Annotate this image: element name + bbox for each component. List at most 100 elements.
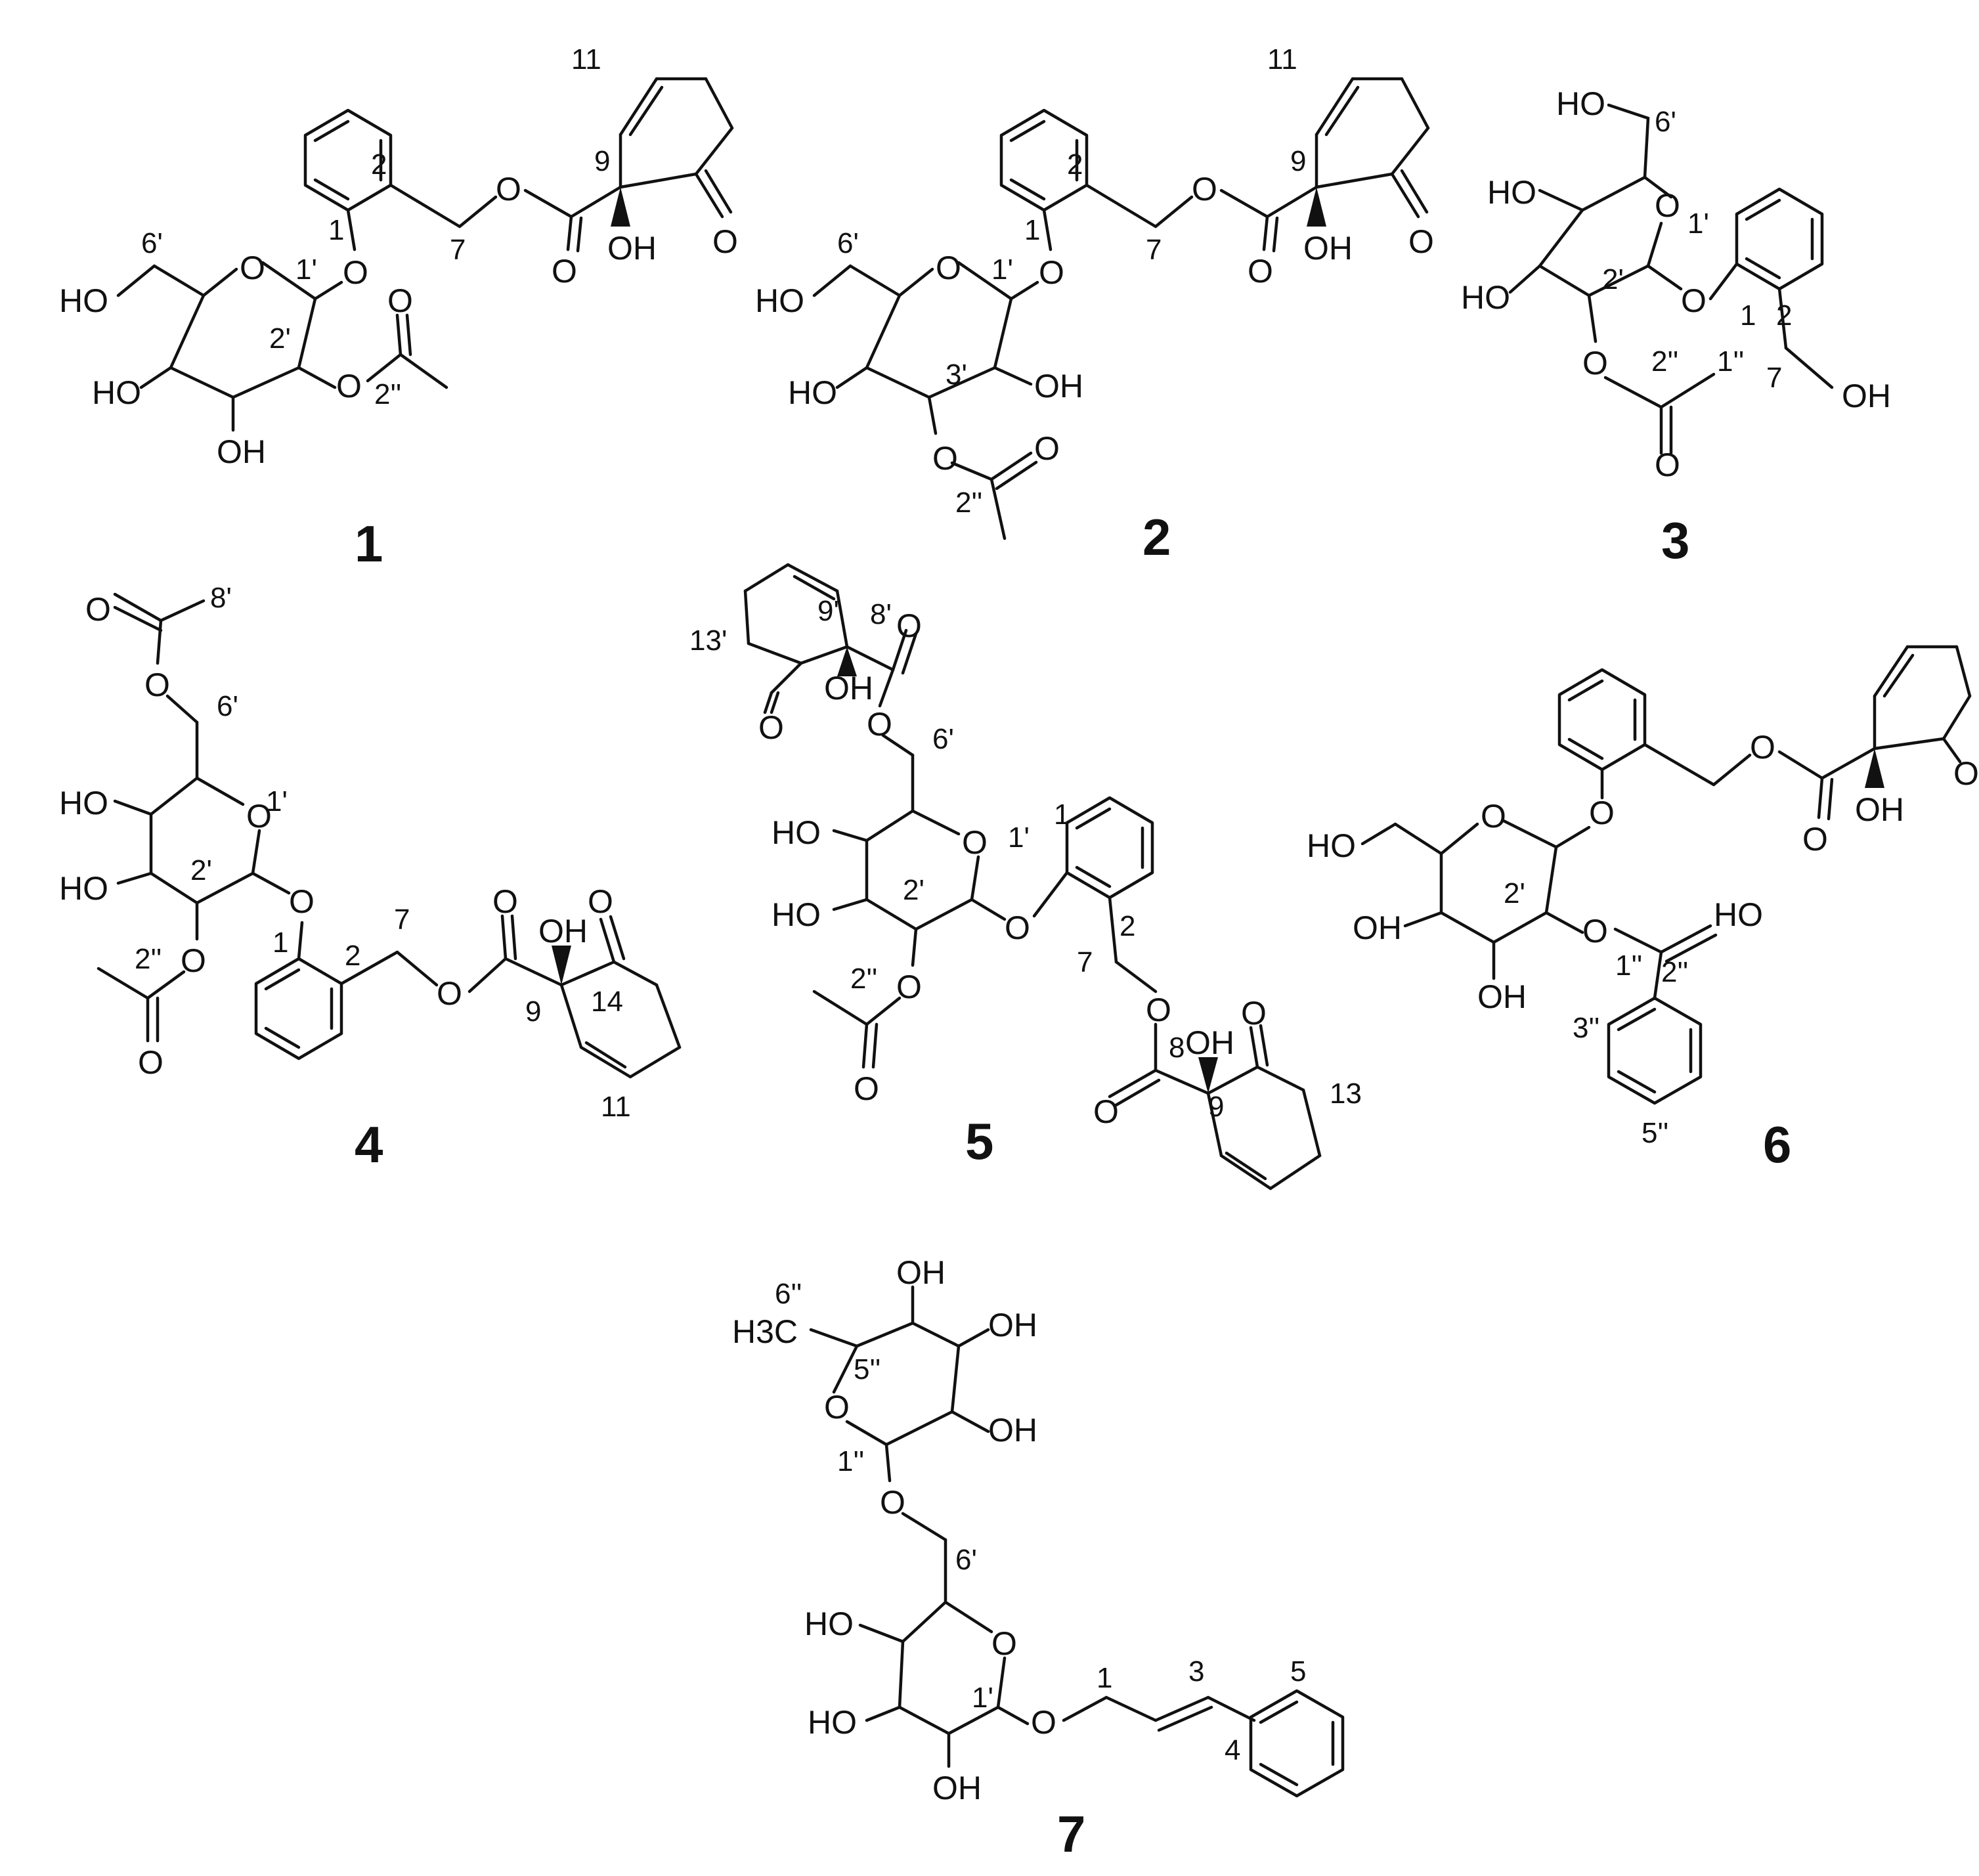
bond [891, 628, 908, 672]
bond [1154, 1695, 1210, 1722]
bond [1613, 927, 1663, 954]
atom-label: HO [1714, 896, 1763, 933]
bond [628, 1045, 682, 1079]
bond [763, 691, 773, 714]
double-bond [313, 120, 350, 142]
bond [1664, 933, 1718, 963]
bond [1154, 1068, 1210, 1095]
bond [149, 776, 199, 816]
double-bond [1009, 178, 1046, 201]
bond [1538, 264, 1591, 297]
bond [1206, 1065, 1259, 1095]
bond [116, 871, 153, 885]
locant: 1' [991, 253, 1013, 286]
atom-label: OH [1477, 978, 1527, 1015]
atom-label: HO [1461, 279, 1510, 316]
atom-label: O [1241, 995, 1267, 1032]
locant: 11 [1267, 43, 1297, 76]
bond [694, 172, 724, 219]
locant: 1 [1024, 214, 1040, 246]
atom-label: HO [804, 1605, 854, 1642]
locant: 11 [571, 43, 601, 76]
bond [911, 809, 961, 836]
bond [395, 313, 402, 357]
atom-label: O [1005, 909, 1030, 946]
bond [911, 1321, 961, 1348]
wedge-bond [1307, 187, 1326, 227]
bond [1708, 262, 1739, 301]
locant: 2 [345, 940, 360, 972]
bond [165, 694, 199, 724]
locant: 3 [1188, 1655, 1204, 1688]
bond [747, 642, 803, 665]
atom-label: OH [824, 670, 873, 707]
double-bond [313, 178, 350, 201]
atom-label: OH [988, 1307, 1037, 1343]
locant: 3' [946, 359, 967, 391]
bond [1269, 1154, 1322, 1190]
compound-3: HO HO HO O O O O OH 6' 1' 2' 2 1 2'' 1''… [1461, 85, 1891, 569]
bond [1777, 750, 1824, 780]
locant: 1 [1097, 1662, 1112, 1694]
locant: 2'' [850, 963, 877, 995]
double-bond [1617, 1070, 1657, 1094]
locant: 2 [1776, 299, 1792, 332]
bond [884, 1410, 954, 1447]
bond [566, 215, 573, 251]
bond [146, 970, 186, 1000]
wedge-bond [611, 187, 630, 227]
bond [113, 799, 153, 816]
bond [1955, 645, 1972, 698]
bond [569, 185, 622, 219]
locant: 1'' [1717, 345, 1744, 378]
bond [113, 605, 163, 632]
bond [169, 294, 206, 370]
atom-label: O [712, 223, 738, 260]
atom-label: HO [59, 785, 108, 821]
double-bond [1075, 807, 1112, 830]
bond [970, 898, 1007, 921]
locant: 2'' [955, 487, 982, 519]
bond [1942, 694, 1972, 741]
bond [261, 261, 317, 301]
atom-label: O [758, 709, 784, 746]
bond [1108, 1068, 1158, 1099]
atom-label: OH [1303, 230, 1353, 267]
benzene-ring [1607, 996, 1703, 1105]
bond [97, 967, 150, 1000]
atom-label: O [1031, 1704, 1056, 1741]
bond [619, 172, 698, 189]
bond [195, 871, 255, 905]
bond [251, 829, 261, 875]
bond [1315, 77, 1355, 137]
locant: 6' [217, 690, 238, 722]
bond [878, 668, 895, 708]
bond [1492, 911, 1548, 944]
bond [865, 294, 902, 370]
bond [845, 1420, 888, 1447]
bond [871, 1022, 879, 1069]
atom-label: HO [808, 1704, 857, 1741]
atom-label: OH [1034, 368, 1083, 404]
locant: 9 [525, 995, 541, 1028]
locant: 1'' [837, 1445, 864, 1477]
double-bond [1075, 865, 1112, 888]
bond [202, 267, 238, 297]
compound-number: 3 [1661, 512, 1689, 569]
compound-6: O O OH O O O O HO HO OH OH OH 2' 1'' 2''… [1307, 645, 1979, 1173]
bond [1646, 221, 1663, 268]
bond [901, 1600, 947, 1644]
bond [861, 1022, 869, 1069]
bond [1544, 911, 1584, 934]
benzene-ring [1557, 668, 1647, 772]
atom-label: O [1802, 821, 1828, 858]
bond [1784, 346, 1834, 389]
atom-label: O [932, 440, 958, 477]
atom-label: O [1093, 1093, 1119, 1130]
atom-label: HO [1556, 85, 1605, 122]
bond [297, 366, 337, 389]
locant: 6' [837, 227, 859, 259]
bond [116, 264, 156, 297]
bond [1032, 871, 1069, 918]
bond [989, 451, 1033, 481]
